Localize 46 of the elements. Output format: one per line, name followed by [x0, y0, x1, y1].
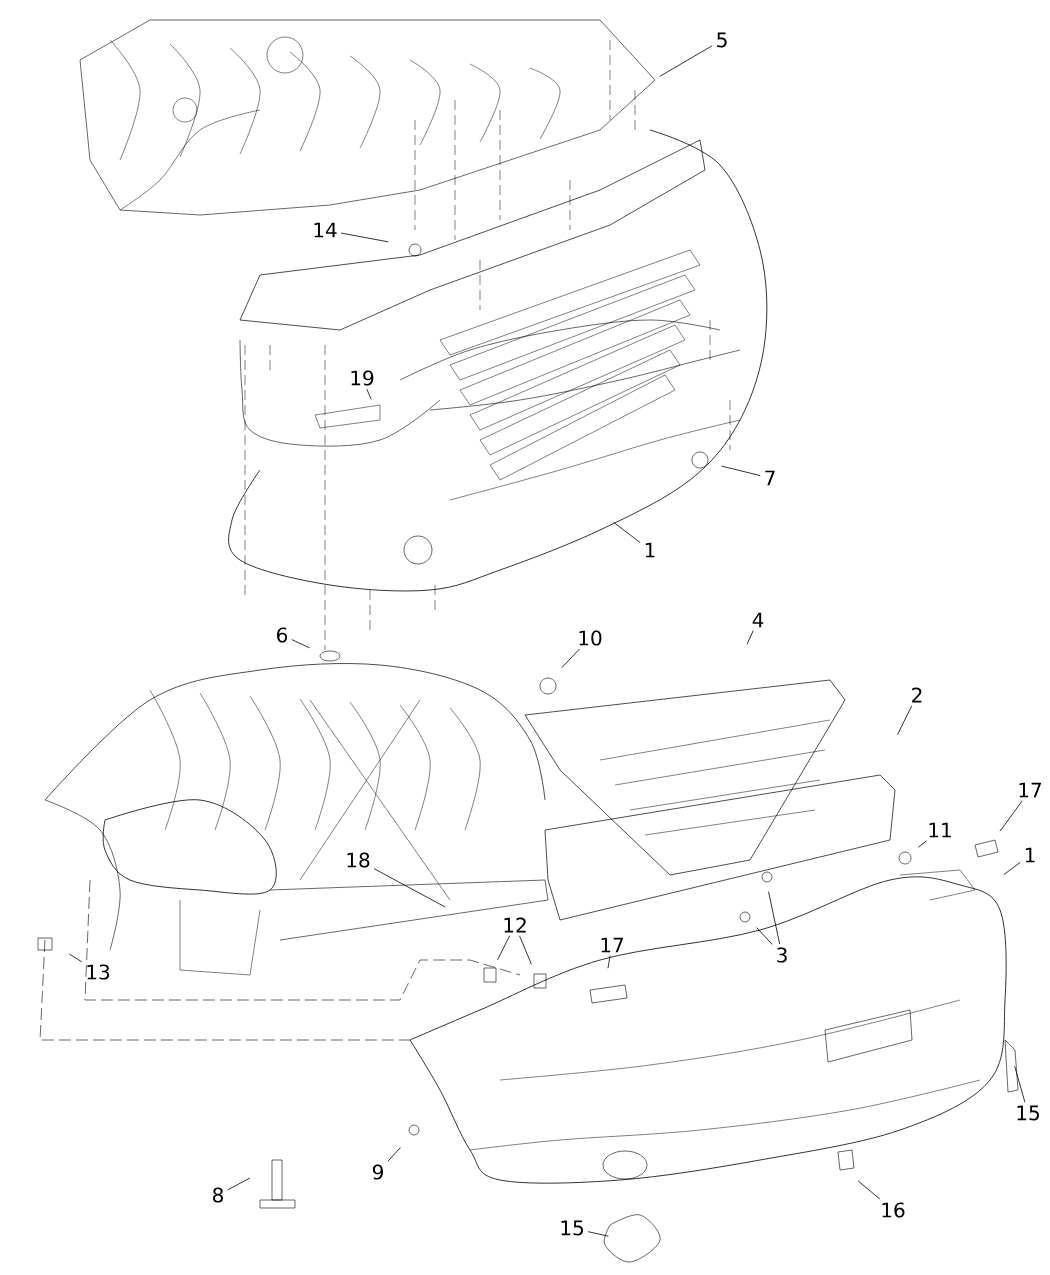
leader-line: [659, 45, 713, 77]
callout-number: 8: [213, 1187, 223, 1203]
callout-number: 10: [579, 630, 602, 646]
leader-line: [373, 868, 446, 908]
leader-line: [607, 955, 611, 969]
callout-number: 15: [1017, 1105, 1039, 1121]
leader-line: [387, 1147, 401, 1162]
leader-line: [999, 800, 1023, 832]
leader-line: [291, 639, 310, 649]
callout-number: 4: [752, 612, 764, 628]
callout-number: 5: [717, 32, 727, 48]
leader-line: [857, 1180, 881, 1200]
callout-number: 14: [314, 222, 337, 238]
callout-number: 9: [372, 1164, 383, 1180]
leader-line: [340, 232, 389, 243]
callout-number: 12: [504, 917, 526, 933]
callout-number: 3: [777, 947, 787, 963]
leader-line: [1014, 1065, 1026, 1103]
leader-line: [69, 953, 83, 963]
callout-number: 17: [601, 937, 623, 953]
leader-line: [721, 465, 761, 476]
leader-line: [613, 521, 641, 543]
callout-number: 19: [351, 370, 374, 386]
leader-line: [768, 891, 781, 945]
callout-number: 17: [1019, 782, 1041, 798]
leader-line: [746, 630, 754, 645]
callout-number: 15: [561, 1220, 583, 1236]
callout-number: 11: [929, 822, 951, 838]
leader-line: [756, 927, 773, 945]
callout-number: 6: [277, 627, 288, 643]
callout-number: 2: [912, 687, 922, 703]
leader-line: [897, 705, 913, 736]
callout-number: 18: [347, 852, 370, 868]
leader-line: [1003, 861, 1021, 876]
callout-number: 16: [882, 1202, 905, 1218]
leader-line: [497, 935, 510, 961]
leader-line: [587, 1231, 609, 1237]
leader-line: [917, 840, 928, 848]
callout-number: 1: [645, 542, 655, 558]
leader-line: [561, 648, 580, 669]
leader-line: [227, 1177, 251, 1191]
leader-line: [366, 388, 372, 400]
callout-number: 13: [87, 964, 110, 980]
callout-number: 7: [765, 470, 775, 486]
leader-line: [519, 935, 532, 965]
callout-number: 1: [1025, 847, 1035, 863]
